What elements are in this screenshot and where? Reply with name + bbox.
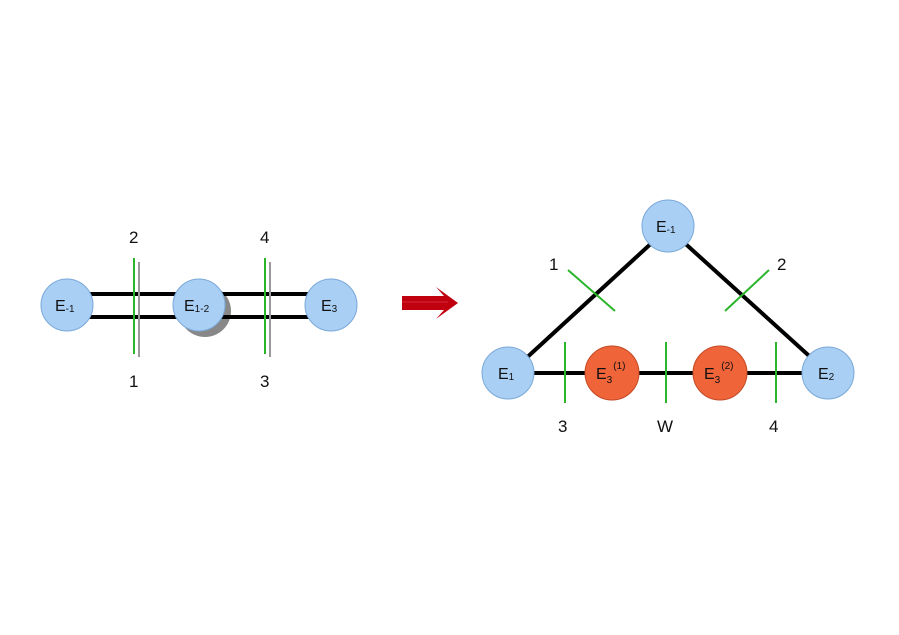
svg-text:E3(1): E3(1) <box>596 361 625 386</box>
right-label-1: 1 <box>549 255 558 274</box>
left-label-2: 2 <box>129 228 138 247</box>
right-node-e2: E2 <box>801 346 855 400</box>
left-node-e-1-2: E1-2 <box>172 278 226 332</box>
left-label-1: 1 <box>129 372 138 391</box>
right-label-2: 2 <box>777 255 786 274</box>
right-cut-1 <box>567 269 616 312</box>
right-label-4: 4 <box>769 417 778 436</box>
right-diagram: E-1 E1 E2 E3(1) E3(2) 1 2 3 W 4 <box>481 199 855 436</box>
svg-text:E2: E2 <box>818 366 835 383</box>
right-edge-right <box>666 226 830 375</box>
svg-text:E1-2: E1-2 <box>184 298 210 315</box>
right-node-e3-1: E3(1) <box>584 345 640 401</box>
right-cut-2 <box>724 269 770 312</box>
right-node-e3-2: E3(2) <box>692 345 748 401</box>
svg-text:E1: E1 <box>498 366 515 383</box>
svg-text:E3(2): E3(2) <box>704 361 733 386</box>
right-node-e1: E1 <box>481 346 535 400</box>
svg-text:E-1: E-1 <box>656 219 676 236</box>
left-diagram: E-1 E1-2 E3 2 4 1 3 <box>40 228 358 391</box>
right-label-w: W <box>657 417 673 436</box>
right-arrow-icon <box>402 287 458 319</box>
right-edge-left <box>508 226 670 375</box>
right-node-e-minus1: E-1 <box>641 199 695 253</box>
right-label-3: 3 <box>558 417 567 436</box>
svg-text:E3: E3 <box>321 298 338 315</box>
left-node-e-minus1: E-1 <box>40 278 94 332</box>
svg-text:E-1: E-1 <box>55 298 75 315</box>
left-node-e3: E3 <box>304 278 358 332</box>
left-label-3: 3 <box>260 372 269 391</box>
left-label-4: 4 <box>260 228 269 247</box>
